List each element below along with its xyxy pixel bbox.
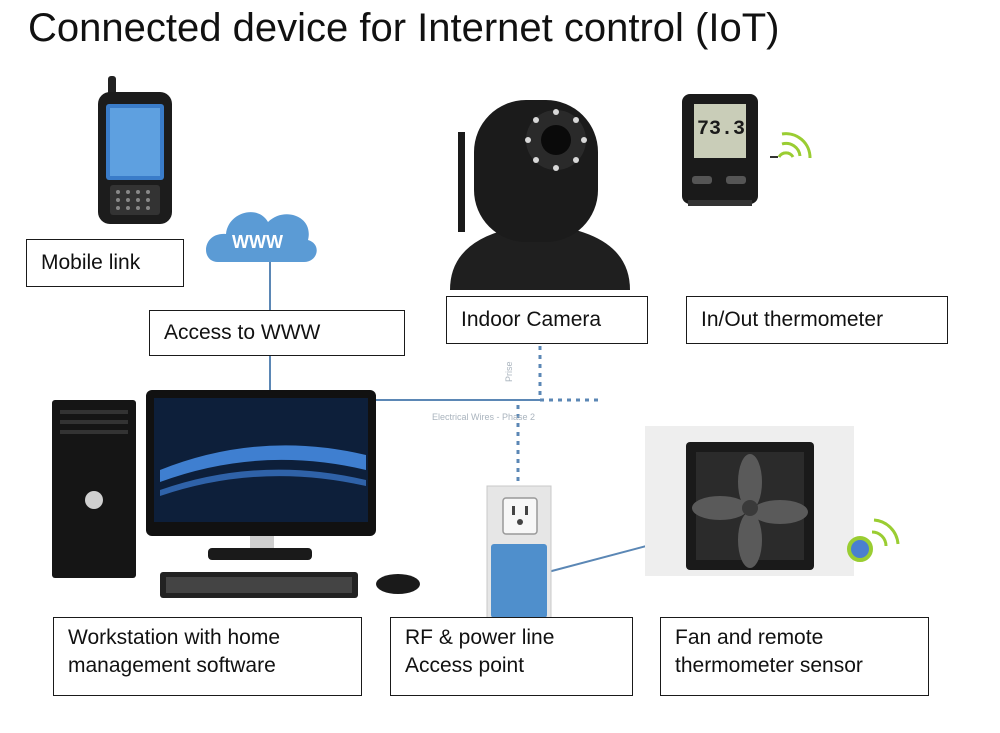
workstation-text-line1: Workstation with home (68, 626, 281, 649)
ethernet-wire-label: Electrical Wires - Phase 2 (432, 412, 535, 422)
monitor-icon (146, 390, 376, 560)
power-wire-label: Prise (504, 361, 514, 382)
www-access-text: Access to WWW (164, 320, 321, 344)
signal-icon (770, 132, 812, 159)
mobile-link-text: Mobile link (41, 250, 141, 274)
fan-icon (645, 426, 900, 576)
indoor-camera-text: Indoor Camera (461, 307, 602, 331)
cloud-icon: WWW (206, 212, 317, 262)
fan-text-line1: Fan and remote (675, 626, 824, 649)
computer-tower-icon (52, 400, 136, 578)
thermometer-display: 73.3 (697, 118, 745, 141)
access-point-icon (486, 485, 552, 619)
mouse-icon (376, 574, 420, 594)
keyboard-icon (160, 572, 358, 598)
access-point-text-line2: Access point (405, 654, 525, 678)
indoor-camera-label: Indoor Camera (446, 296, 648, 344)
access-point-text-line1: RF & power line (405, 626, 555, 649)
workstation-label: Workstation with home management softwar… (53, 617, 362, 696)
cloud-text: WWW (232, 232, 283, 252)
thermometer-text: In/Out thermometer (701, 307, 884, 331)
thermometer-label: In/Out thermometer (686, 296, 948, 344)
www-access-label: Access to WWW (149, 310, 405, 356)
thermometer-icon: 73.3 (682, 94, 758, 206)
fan-label: Fan and remote thermometer sensor (660, 617, 929, 696)
mobile-link-label: Mobile link (26, 239, 184, 287)
phone-icon (98, 76, 172, 224)
workstation-text-line2: management software (68, 654, 276, 678)
access-point-label: RF & power line Access point (390, 617, 633, 696)
page-title: Connected device for Internet control (I… (28, 6, 780, 50)
fan-text-line2: thermometer sensor (675, 654, 863, 678)
camera-icon (450, 100, 630, 290)
